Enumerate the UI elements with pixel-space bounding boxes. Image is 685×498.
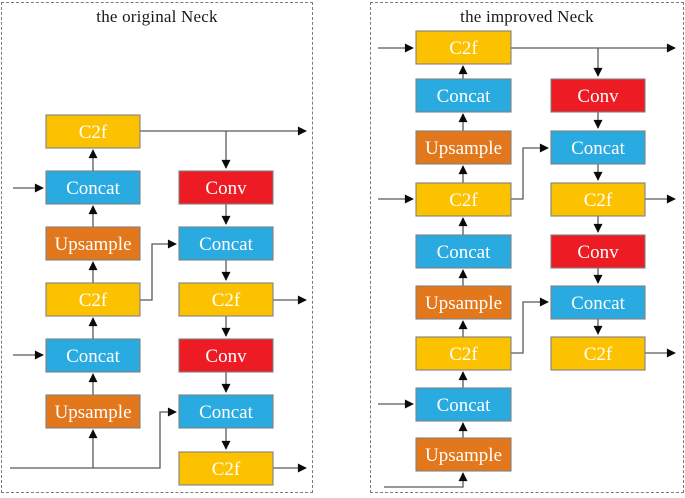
panel-improved-neck: the improved Neck	[370, 2, 684, 493]
panel-original-neck: the original Neck	[1, 2, 313, 493]
panel-title-improved: the improved Neck	[460, 7, 594, 26]
panel-title-original: the original Neck	[96, 7, 218, 26]
